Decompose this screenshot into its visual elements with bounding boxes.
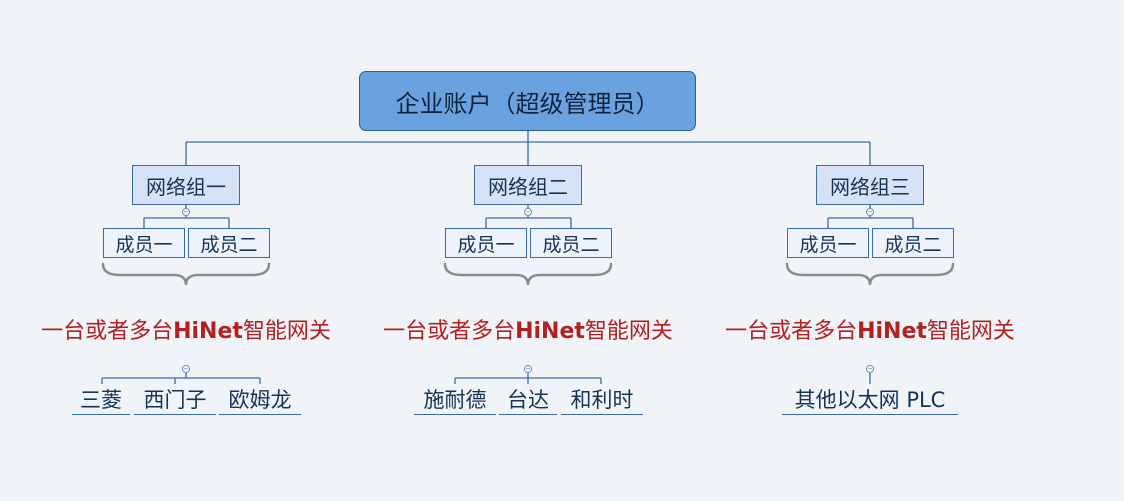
brand-node[interactable]: 西门子 xyxy=(134,384,216,415)
gateway-label-3: 一台或者多台HiNet智能网关 xyxy=(710,313,1030,345)
gateway-label-1: 一台或者多台HiNet智能网关 xyxy=(26,313,346,345)
gateway-suffix: 智能网关 xyxy=(926,319,1015,344)
gateway-brand: HiNet xyxy=(515,319,585,344)
member-node[interactable]: 成员一 xyxy=(103,228,185,258)
group-node-3[interactable]: 网络组三 xyxy=(816,165,924,205)
collapse-icon[interactable]: − xyxy=(866,365,874,373)
member-node[interactable]: 成员一 xyxy=(787,228,869,258)
brace-group1 xyxy=(101,262,271,286)
member-node[interactable]: 成员二 xyxy=(188,228,270,258)
collapse-icon[interactable]: − xyxy=(524,365,532,373)
brace-group2 xyxy=(443,262,613,286)
brand-node[interactable]: 台达 xyxy=(499,384,557,415)
brand-node[interactable]: 欧姆龙 xyxy=(219,384,301,415)
collapse-icon[interactable]: − xyxy=(866,208,874,216)
gateway-suffix: 智能网关 xyxy=(584,319,673,344)
brace-group3 xyxy=(785,262,955,286)
brand-node[interactable]: 施耐德 xyxy=(414,384,496,415)
collapse-icon[interactable]: − xyxy=(182,365,190,373)
gateway-suffix: 智能网关 xyxy=(242,319,331,344)
group-node-2[interactable]: 网络组二 xyxy=(474,165,582,205)
gateway-prefix: 一台或者多台 xyxy=(383,319,516,344)
brand-node[interactable]: 三菱 xyxy=(72,384,130,415)
collapse-icon[interactable]: − xyxy=(524,208,532,216)
gateway-prefix: 一台或者多台 xyxy=(725,319,858,344)
member-node[interactable]: 成员二 xyxy=(872,228,954,258)
root-node[interactable]: 企业账户（超级管理员） xyxy=(359,71,696,131)
group-node-1[interactable]: 网络组一 xyxy=(132,165,240,205)
collapse-icon[interactable]: − xyxy=(182,208,190,216)
brand-node[interactable]: 和利时 xyxy=(561,384,643,415)
gateway1-brand-connector xyxy=(101,370,261,384)
gateway2-brand-connector xyxy=(454,370,602,384)
member-node[interactable]: 成员一 xyxy=(445,228,527,258)
gateway-brand: HiNet xyxy=(857,319,927,344)
gateway-label-2: 一台或者多台HiNet智能网关 xyxy=(368,313,688,345)
root-connector xyxy=(185,131,871,165)
brand-node[interactable]: 其他以太网 PLC xyxy=(782,384,958,415)
gateway-brand: HiNet xyxy=(173,319,243,344)
gateway-prefix: 一台或者多台 xyxy=(41,319,174,344)
member-node[interactable]: 成员二 xyxy=(530,228,612,258)
